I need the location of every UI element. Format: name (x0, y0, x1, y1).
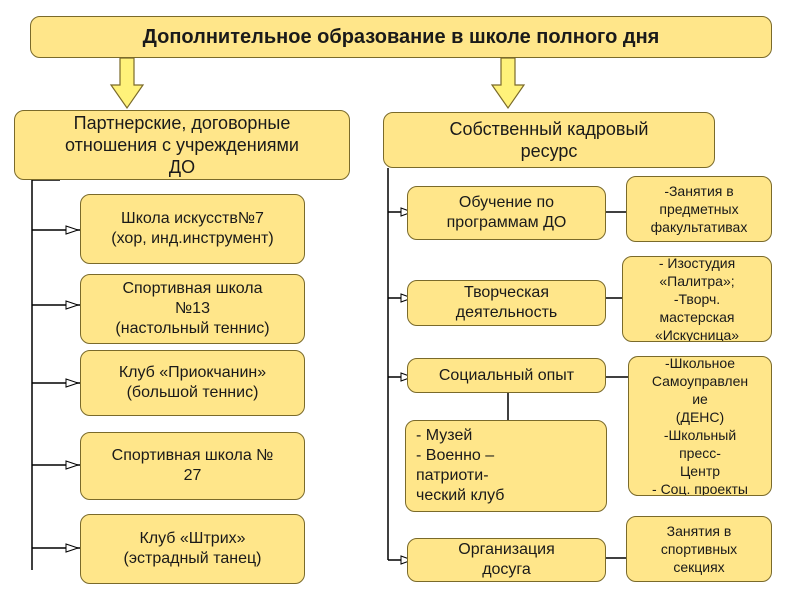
museum-club-box: - Музей - Военно – патриоти- ческий клуб (405, 420, 607, 512)
arrowhead-icon (65, 300, 80, 310)
arrowhead-icon (65, 460, 80, 470)
left-item-box: Спортивная школа № 27 (80, 432, 305, 500)
right-item-box: Организация досуга (407, 538, 606, 582)
right-header-box: Собственный кадровый ресурс (383, 112, 715, 168)
left-header-box: Партнерские, договорные отношения с учре… (14, 110, 350, 180)
left-item-box: Школа искусств№7 (хор, инд.инструмент) (80, 194, 305, 264)
detail-text: - Изостудия «Палитра»; -Творч. мастерска… (654, 256, 740, 342)
left-item-text: Спортивная школа №13 (настольный теннис) (115, 280, 270, 337)
right-item-box: Социальный опыт (407, 358, 606, 393)
title-text: Дополнительное образование в школе полно… (142, 26, 660, 48)
right-header-text: Собственный кадровый ресурс (449, 119, 649, 161)
left-item-box: Спортивная школа №13 (настольный теннис) (80, 274, 305, 344)
right-item-text: Организация досуга (458, 541, 555, 578)
right-item-box: Творческая деятельность (407, 280, 606, 326)
arrowhead-icon (65, 225, 80, 235)
down-arrow-right-icon (490, 57, 526, 110)
detail-box: -Школьное Самоуправлен ие (ДЕНС) -Школьн… (628, 356, 772, 496)
arrowhead-icon (400, 207, 414, 217)
right-item-text: Социальный опыт (438, 366, 575, 384)
left-header-text: Партнерские, договорные отношения с учре… (65, 113, 299, 177)
left-item-text: Клуб «Приокчанин» (большой теннис) (118, 364, 267, 401)
detail-text: Занятия в спортивных секциях (660, 523, 738, 575)
arrowhead-icon (400, 555, 414, 565)
detail-text: -Школьное Самоуправлен ие (ДЕНС) -Школьн… (651, 356, 749, 496)
museum-club-text: - Музей - Военно – патриоти- ческий клуб (416, 427, 505, 504)
diagram-title: Дополнительное образование в школе полно… (30, 16, 772, 58)
arrowhead-icon (400, 293, 414, 303)
right-item-text: Обучение по программам ДО (446, 194, 567, 231)
left-item-text: Школа искусств№7 (хор, инд.инструмент) (111, 210, 274, 247)
arrowhead-icon (65, 378, 80, 388)
left-item-text: Клуб «Штрих» (эстрадный танец) (123, 530, 262, 567)
detail-text: -Занятия в предметных факультативах (650, 183, 748, 235)
left-item-box: Клуб «Штрих» (эстрадный танец) (80, 514, 305, 584)
detail-box: Занятия в спортивных секциях (626, 516, 772, 582)
detail-box: - Изостудия «Палитра»; -Творч. мастерска… (622, 256, 772, 342)
detail-box: -Занятия в предметных факультативах (626, 176, 772, 242)
arrowhead-icon (65, 543, 80, 553)
left-item-text: Спортивная школа № 27 (111, 447, 274, 484)
down-arrow-left-icon (109, 57, 145, 110)
right-item-text: Творческая деятельность (455, 284, 558, 321)
right-item-box: Обучение по программам ДО (407, 186, 606, 240)
arrowhead-icon (400, 372, 414, 382)
left-item-box: Клуб «Приокчанин» (большой теннис) (80, 350, 305, 416)
